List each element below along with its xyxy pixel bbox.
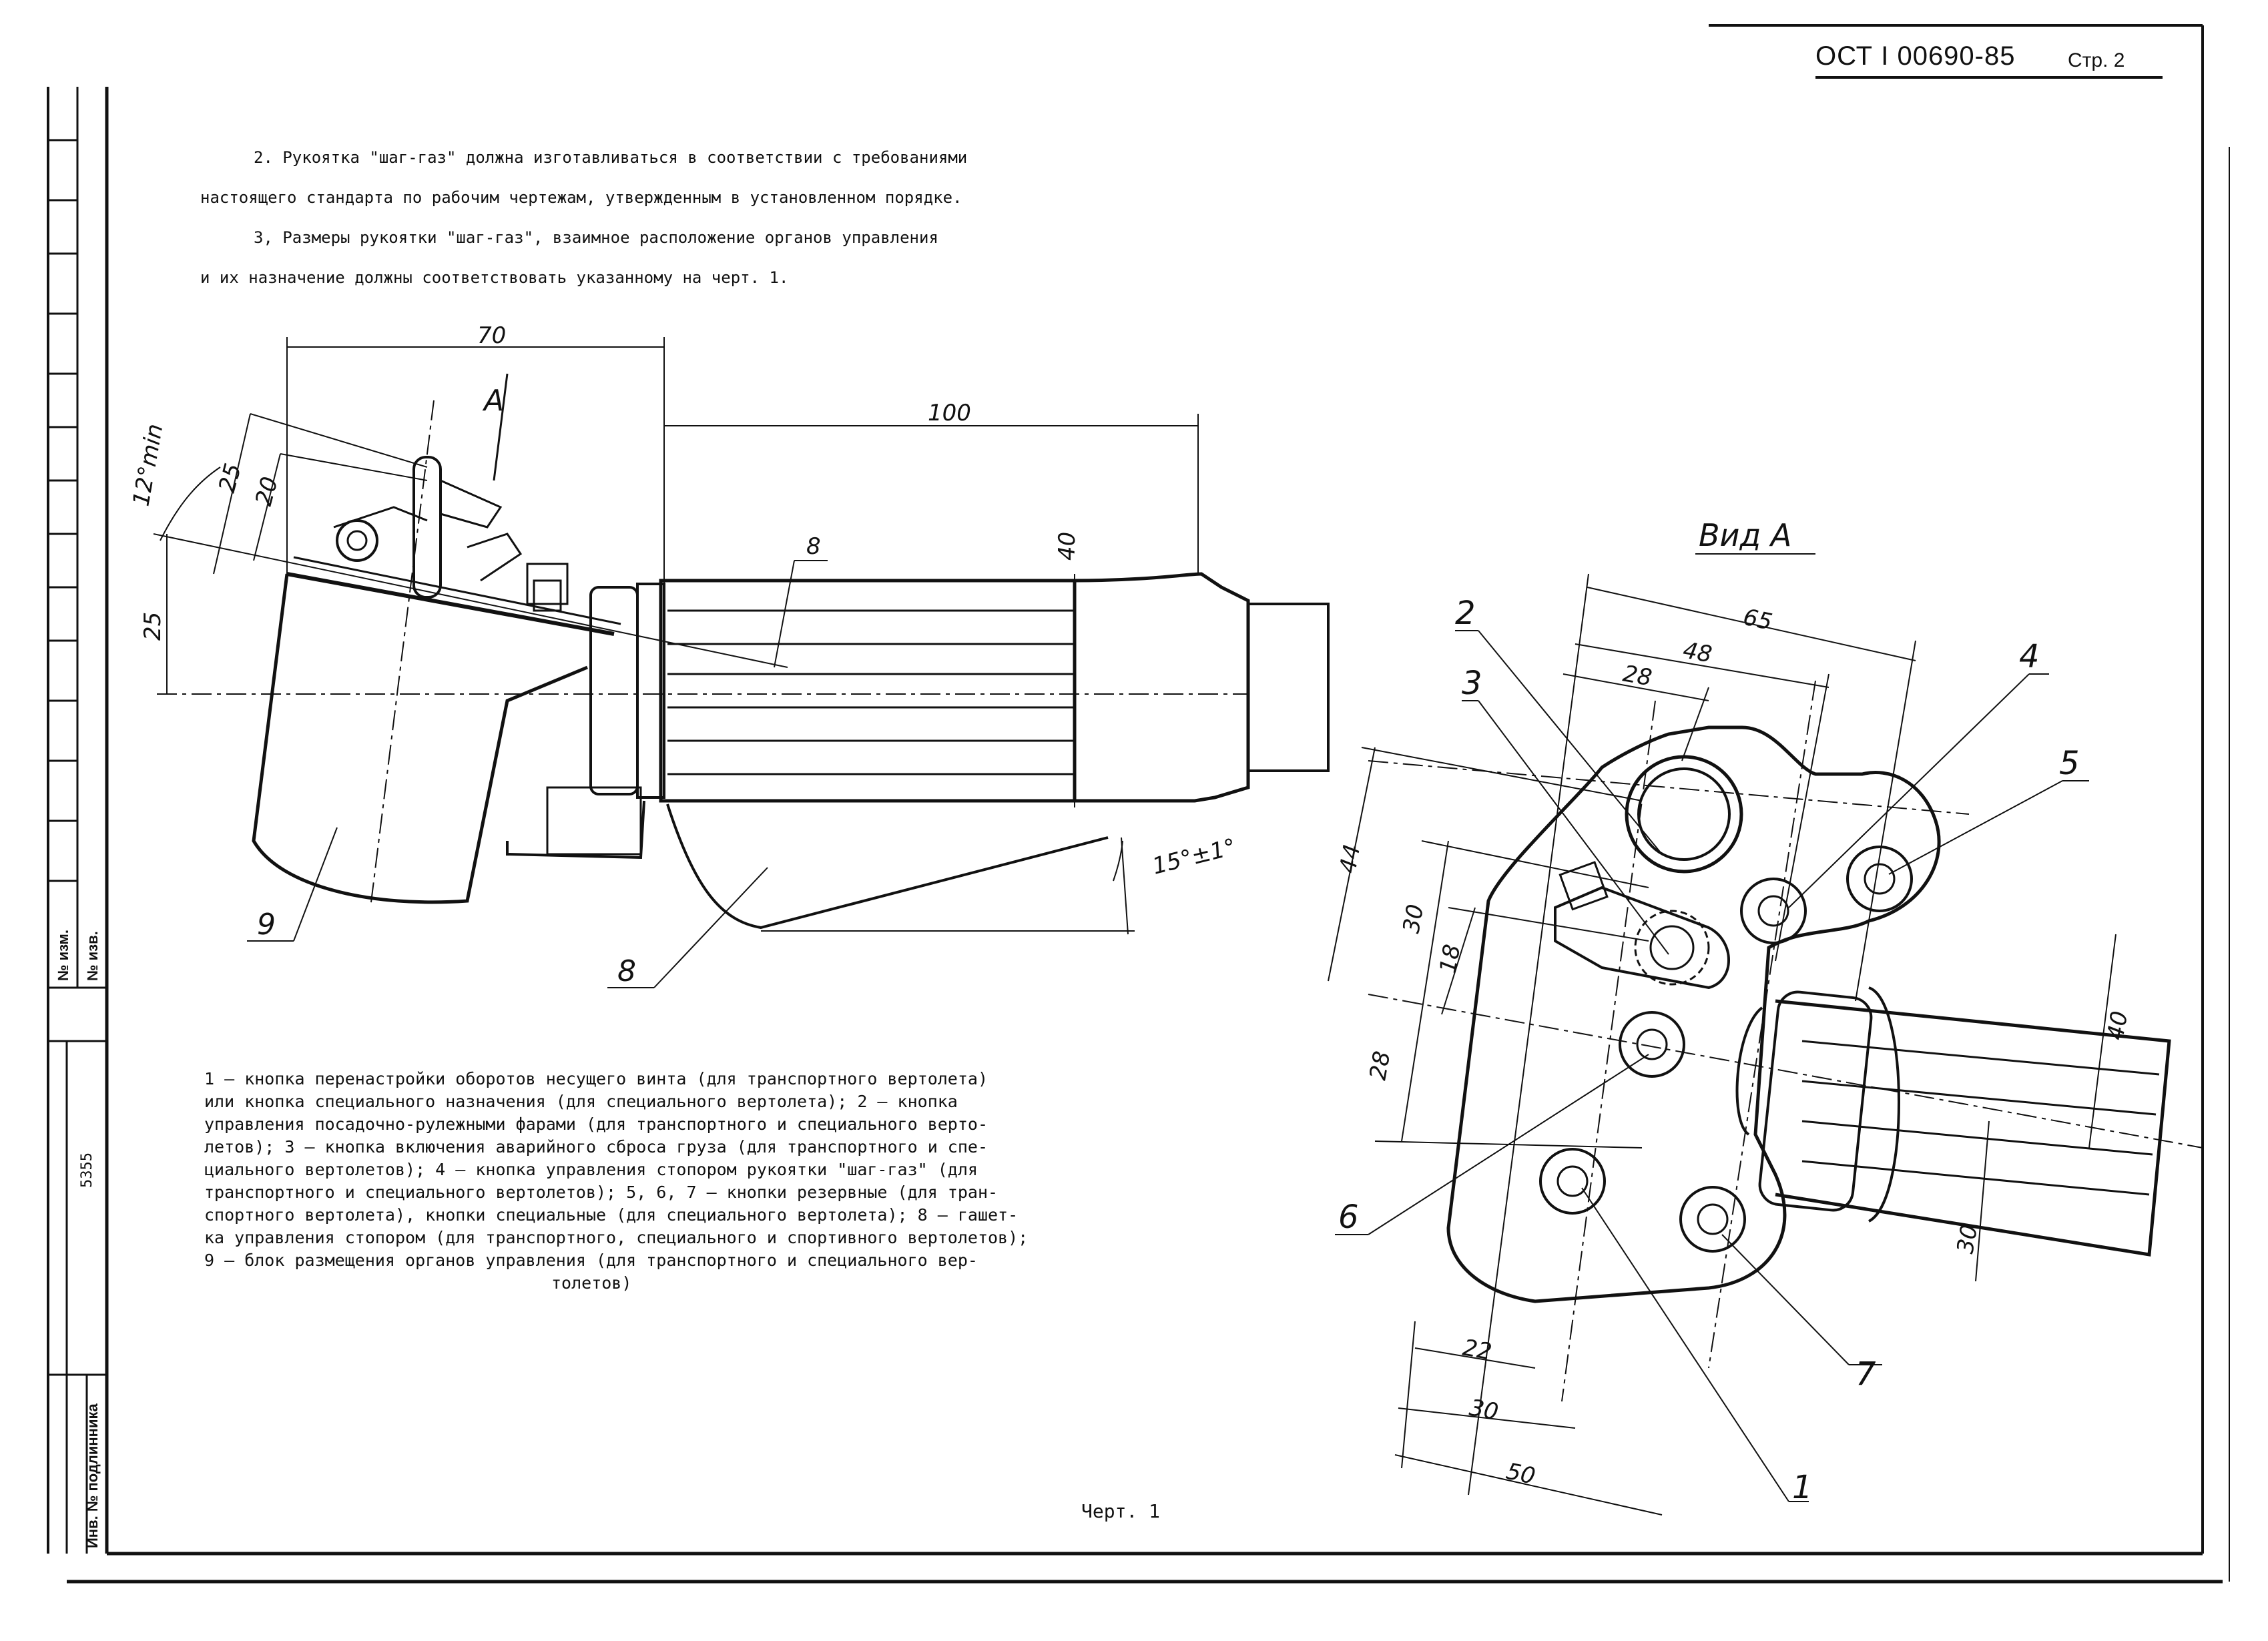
callout-9: 9 — [257, 908, 276, 942]
view-a-title: Вид А — [1699, 517, 1791, 553]
legend-line: спортного вертолета), кнопки специальные… — [204, 1205, 1019, 1225]
dim-28-side: 28 — [1364, 1049, 1396, 1082]
dim-30-mid: 30 — [1398, 902, 1429, 936]
dim-25-top: 25 — [214, 460, 247, 495]
legend: 1 – кнопка перенастройки оборотов несуще… — [204, 1068, 1072, 1295]
dim-30-bottom: 30 — [1467, 1394, 1500, 1425]
legend-line: толетов) — [551, 1273, 632, 1293]
callout-8-top: 8 — [806, 533, 821, 560]
dim-12min: 12°min — [127, 422, 168, 508]
callout-5: 5 — [2059, 745, 2080, 782]
legend-line: 1 – кнопка перенастройки оборотов несуще… — [204, 1069, 988, 1088]
paragraph-line: 3, Размеры рукоятки "шаг-газ", взаимное … — [254, 228, 938, 247]
callout-1: 1 — [1792, 1469, 1813, 1506]
dim-18: 18 — [1434, 942, 1466, 976]
legend-line: летов); 3 – кнопка включения аварийного … — [204, 1137, 988, 1157]
dim-22: 22 — [1460, 1334, 1494, 1365]
paragraph-line: и их назначение должны соответствовать у… — [200, 268, 789, 287]
figure-caption: Черт. 1 — [1081, 1500, 1161, 1522]
legend-line: или кнопка специального назначения (для … — [204, 1092, 958, 1111]
dim-20: 20 — [250, 474, 284, 509]
dim-65: 65 — [1741, 604, 1775, 636]
paragraph-line: настоящего стандарта по рабочим чертежам… — [200, 188, 962, 207]
dim-48: 48 — [1681, 637, 1714, 668]
dim-44: 44 — [1334, 842, 1366, 876]
dim-15deg: 15°±1° — [1150, 834, 1239, 880]
callout-8-bottom: 8 — [617, 954, 636, 988]
callout-3: 3 — [1462, 665, 1482, 702]
dim-40-right: 40 — [2102, 1009, 2133, 1042]
legend-line: управления посадочно-рулежными фарами (д… — [204, 1114, 988, 1134]
callout-2: 2 — [1455, 595, 1476, 632]
dim-70: 70 — [477, 322, 506, 349]
dim-50: 50 — [1504, 1458, 1538, 1490]
legend-line: ка управления стопором (для транспортног… — [204, 1228, 1029, 1247]
dim-28-top: 28 — [1621, 660, 1654, 691]
view-arrow-label: А — [482, 384, 504, 418]
legend-line: циального вертолетов); 4 – кнопка управл… — [204, 1160, 978, 1179]
standard-code: ОСТ I 00690-85 — [1815, 41, 2016, 71]
legend-line: 9 – блок размещения органов управления (… — [204, 1251, 978, 1270]
body-text: 2. Рукоятка "шаг-газ" должна изготавлива… — [200, 137, 1055, 298]
paragraph-line: 2. Рукоятка "шаг-газ" должна изготавлива… — [254, 148, 968, 167]
dim-100: 100 — [928, 400, 971, 426]
dim-40-left: 40 — [1054, 532, 1081, 561]
callout-7: 7 — [1856, 1355, 1876, 1393]
legend-line: транспортного и специального вертолетов)… — [204, 1183, 999, 1202]
dim-25-side: 25 — [139, 612, 166, 641]
page-number: Стр. 2 — [2068, 49, 2125, 71]
dim-30-right: 30 — [1952, 1223, 1983, 1256]
callout-6: 6 — [1338, 1199, 1359, 1236]
callout-4: 4 — [2019, 638, 2040, 675]
